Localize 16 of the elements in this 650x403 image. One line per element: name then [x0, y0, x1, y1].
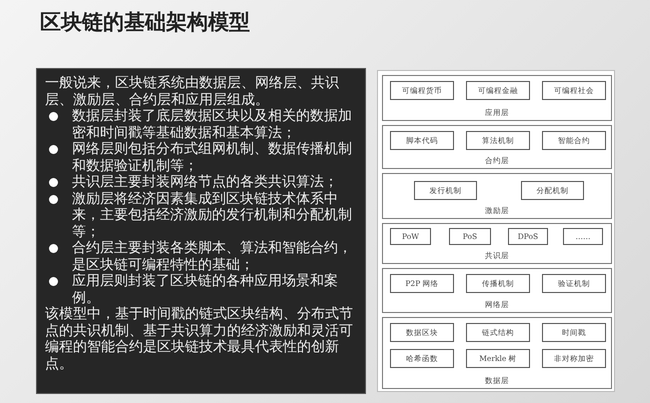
bullet-text: 网络层则包括分布式组网机制、数据传播机制和数据验证机制等；	[72, 141, 353, 174]
layer-panel	[382, 75, 612, 121]
text-panel	[36, 68, 366, 394]
bullet-text: 数据层封装了底层数据区块以及相关的数据加密和时间戳等基础数据和基本算法；	[72, 108, 353, 141]
paragraph: 一般说来，区块链系统由数据层、网络层、共识层、激励层、合约层和应用层组成。	[45, 75, 340, 108]
layer-panel	[382, 317, 612, 389]
bullet-text: 应用层则封装了区块链的各种应用场景和案例。	[72, 273, 339, 306]
paragraph: 该模型中，基于时间戳的链式区块结构、分布式节点的共识机制、基于共识算力的经济激励和灵活可编程的智能合约是区块链技术最具代表性的创新点。	[45, 306, 354, 372]
layer-panel	[382, 268, 612, 313]
bullet-text: 合约层主要封装各类脚本、算法和智能合约，是区块链可编程特性的基础；	[72, 240, 353, 273]
slide-title: 区块链的基础架构模型	[40, 9, 250, 36]
layer-panel	[382, 125, 612, 169]
bullet-text: 激励层将经济因素集成到区块链技术体系中来，主要包括经济激励的发行机制和分配机制等；	[72, 190, 353, 240]
layer-panel	[382, 223, 612, 264]
bullet-text: 共识层主要封装网络节点的各类共识算法；	[72, 174, 338, 190]
layer-panel	[382, 173, 612, 219]
